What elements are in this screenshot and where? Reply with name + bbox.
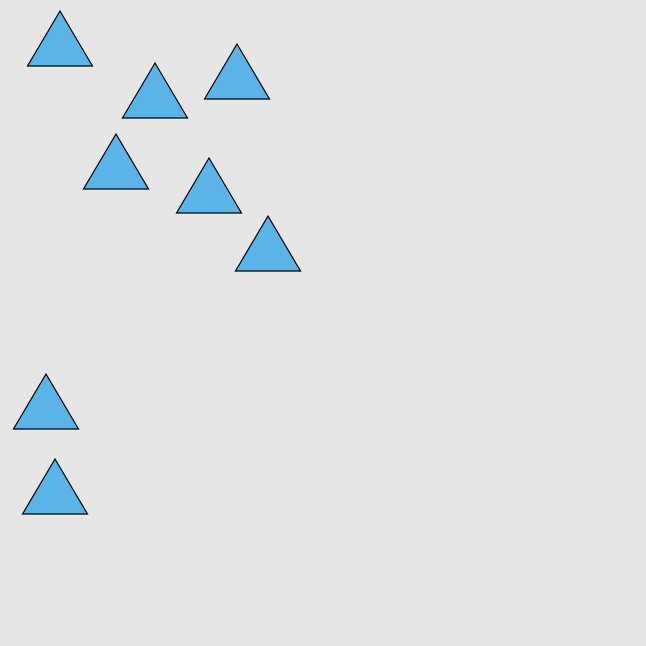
triangle-shape[interactable] bbox=[26, 9, 94, 67]
triangle-shape[interactable] bbox=[21, 457, 89, 515]
triangles-layer bbox=[12, 9, 302, 515]
triangle-shape[interactable] bbox=[175, 156, 243, 214]
triangle-shape[interactable] bbox=[203, 42, 271, 100]
triangle-shape[interactable] bbox=[12, 372, 80, 430]
triangle-shape[interactable] bbox=[82, 132, 150, 190]
triangle-shape[interactable] bbox=[234, 214, 302, 272]
triangle-shape[interactable] bbox=[121, 61, 189, 119]
